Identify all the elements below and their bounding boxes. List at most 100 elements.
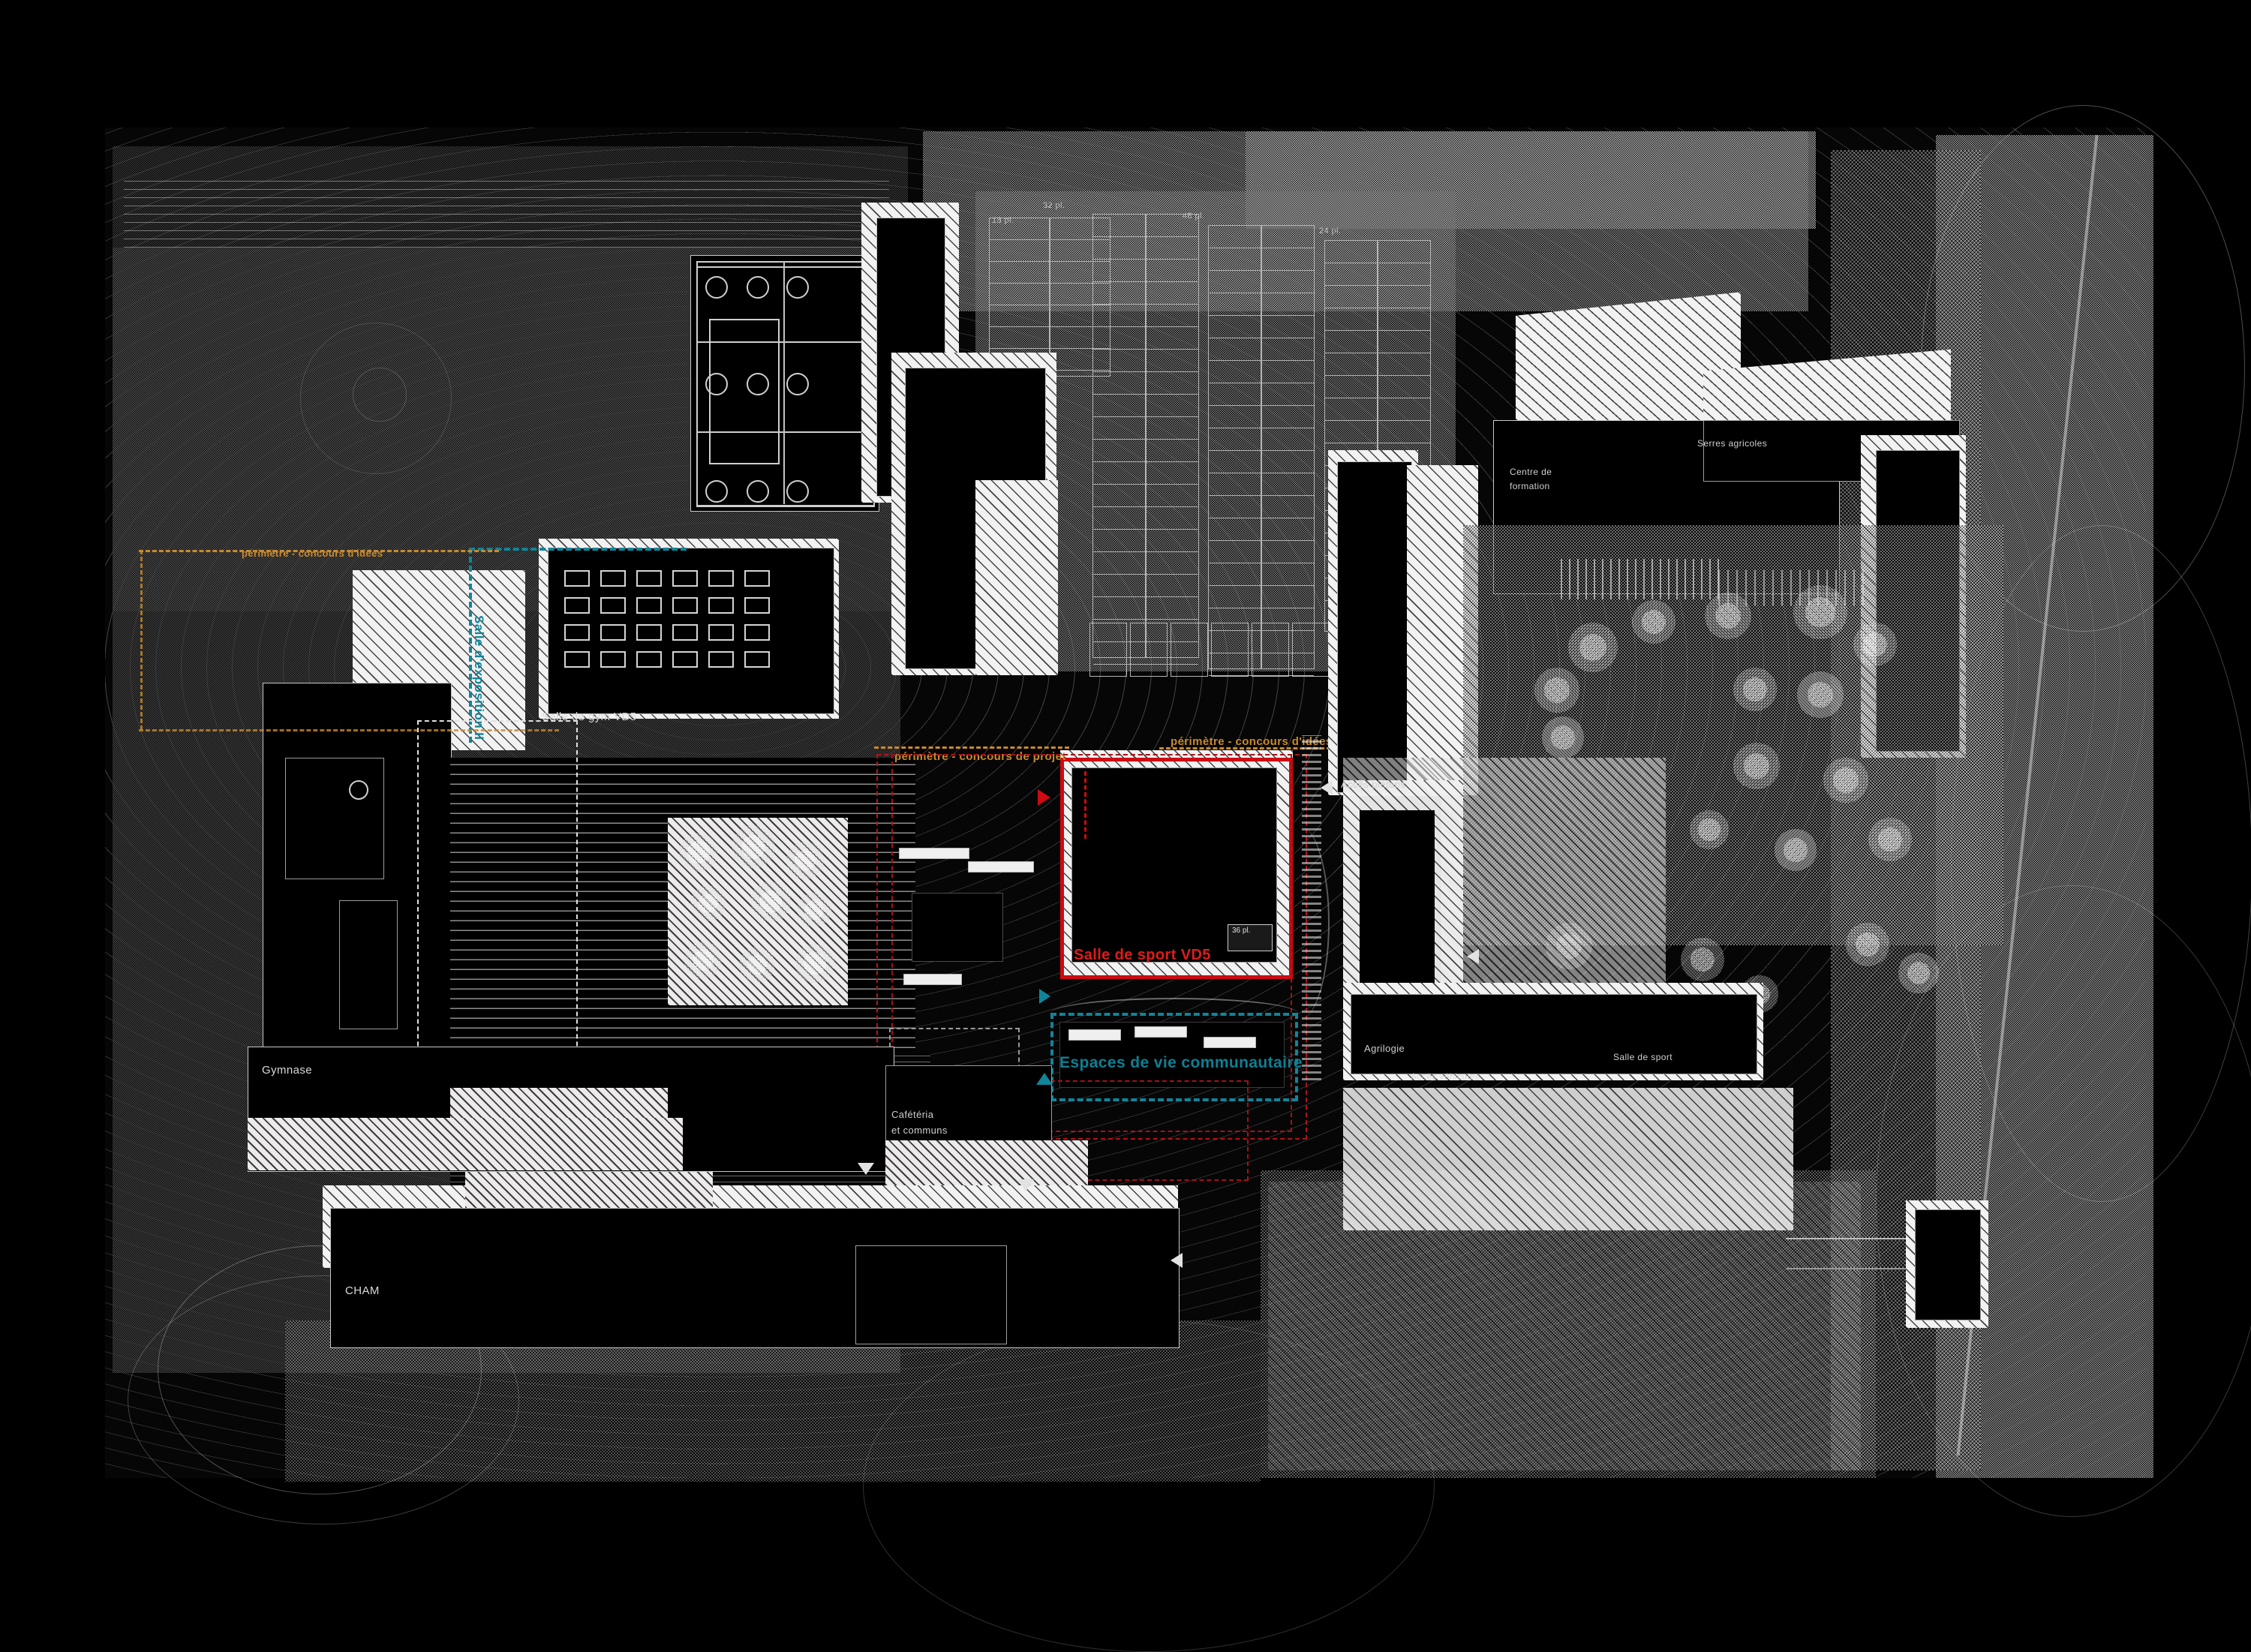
salle-sport-capacity-label: 36 pl.	[1232, 927, 1251, 935]
parking-bank-14	[1292, 623, 1330, 677]
site-plan-canvas: 36 pl. Salle de sport VD5 Espaces de vie…	[105, 105, 2251, 1652]
label-salle-de-gym-vd5: Salle de gym VD5	[542, 710, 637, 723]
park-tree-16	[1681, 938, 1724, 981]
court-circle-1	[705, 276, 728, 299]
building-cham	[330, 1208, 1180, 1348]
parking-bank-13	[1252, 623, 1289, 677]
field-circle-small	[353, 368, 407, 422]
west-room-b	[339, 900, 398, 1029]
arrow-access-west	[858, 1163, 874, 1175]
roof-north-wing	[975, 480, 1058, 675]
parking-bank-4	[1145, 214, 1199, 665]
label-acces-vehicules: Accès véhicules	[1411, 1071, 1480, 1082]
courtyard-tree-9	[795, 944, 834, 983]
contour-line-6	[863, 1320, 1435, 1652]
pavilion-access-line	[1786, 1238, 1906, 1239]
parking-bank-11	[1171, 623, 1208, 677]
park-tree-18	[1898, 953, 1939, 993]
court-centre-line	[783, 261, 785, 504]
field-stripes-northwest	[124, 180, 889, 248]
room-tag-1	[899, 848, 969, 859]
perimeter-concours-projet-top	[874, 746, 1069, 749]
perimeter-tick-red	[1084, 771, 1086, 839]
label-espaces-de-vie-communautaire: Espaces de vie communautaire	[1059, 1054, 1303, 1071]
courtyard-tree-7	[684, 942, 722, 979]
parking-bank-9	[1089, 623, 1127, 677]
arrow-access-teal-up	[1036, 1073, 1053, 1085]
label-perimetre-concours-idees-east: périmètre - concours d'idées	[1171, 735, 1333, 748]
west-circle	[349, 780, 368, 800]
arrow-access-south-2	[1171, 1253, 1183, 1268]
contour-line-2	[128, 1275, 519, 1524]
roof-southeast-block	[1343, 1088, 1793, 1230]
courtyard-tree-2	[732, 825, 775, 869]
arrow-access-red	[1038, 789, 1050, 806]
label-agrilogie: Agrilogie	[1364, 1043, 1405, 1054]
parking-bank-10	[1130, 623, 1168, 677]
building-east-slab-1	[1337, 461, 1412, 793]
label-parking-capacity-4: 18 pl.	[992, 216, 1014, 225]
park-tree-13	[1775, 829, 1817, 871]
arrow-access-teal	[1039, 989, 1050, 1004]
label-centre-de: Centre de	[1510, 467, 1552, 477]
court-circle-7	[705, 480, 728, 503]
label-parking-capacity-1: 32 pl.	[1043, 201, 1065, 210]
contour-line-5	[1876, 885, 2251, 1517]
park-tree-8	[1853, 623, 1897, 666]
court-circle-5	[747, 373, 769, 395]
pavilion-access-line-2	[1786, 1268, 1906, 1269]
park-tree-2	[1632, 600, 1675, 644]
inner-court-void	[912, 893, 1003, 962]
field-circle-large	[300, 323, 452, 474]
court-circle-8	[747, 480, 769, 503]
park-tree-12	[1868, 818, 1912, 861]
courtyard-tree-4	[690, 885, 726, 921]
building-salle-gym-vd5	[548, 548, 834, 714]
arrow-access-south-1	[1017, 1179, 1034, 1191]
label-perimetre-concours-idees-west: périmètre - concours d'idées	[242, 548, 383, 559]
building-pavilion-southeast	[1915, 1209, 1981, 1320]
label-parking-capacity-3: 24 pl.	[1319, 227, 1342, 236]
court-circle-9	[786, 480, 809, 503]
park-tree-11	[1823, 758, 1868, 803]
label-perimetre-concours-projet: périmètre - concours de projet	[894, 750, 1066, 763]
building-cham-annex	[855, 1245, 1007, 1344]
arrow-access-pedestrian	[1321, 780, 1333, 795]
parking-bank-5	[1208, 225, 1262, 676]
courtyard-tree-3	[786, 842, 824, 879]
perimeter-concours-idees-lower	[139, 729, 559, 731]
perimeter-salle-exposition-2	[469, 548, 472, 743]
woodland-northeast	[1246, 131, 1816, 229]
perimeter-concours-idees-top	[1159, 747, 1418, 749]
perimeter-salle-exposition-2-top	[469, 548, 687, 551]
label-cham: CHAM	[345, 1284, 380, 1297]
gymnase-apron	[248, 1118, 683, 1170]
park-tree-6	[1733, 668, 1777, 711]
park-tree-5	[1534, 668, 1579, 713]
courtyard-tree-6	[797, 893, 831, 927]
park-tree-14	[1690, 810, 1729, 849]
parking-bank-6	[1261, 225, 1315, 676]
perimeter-concours-idees-west	[139, 550, 499, 552]
espaces-vie-tag-1	[1068, 1029, 1121, 1041]
cafeteria-apron	[885, 1140, 1088, 1185]
label-acces-pietons: Accès piétons	[1341, 779, 1406, 790]
park-tree-10	[1733, 743, 1780, 789]
building-east-bar	[1351, 994, 1757, 1074]
park-tree-9	[1542, 716, 1584, 758]
east-steps-2	[1718, 570, 1868, 606]
label-cafeteria-communs: et communs	[891, 1125, 948, 1136]
parking-bank-3	[1092, 214, 1147, 665]
room-tag-2	[903, 974, 962, 985]
court-circle-2	[747, 276, 769, 299]
perimeter-concours-idees-left	[140, 550, 143, 730]
window-grid-salle-gym	[564, 570, 770, 668]
court-circle-3	[786, 276, 809, 299]
park-tree-7	[1797, 671, 1844, 718]
parking-bank-12	[1211, 623, 1249, 677]
courtyard-tree-5	[750, 882, 791, 922]
park-tree-1	[1568, 623, 1618, 672]
label-serres-agricoles: Serres agricoles	[1697, 438, 1768, 449]
label-formation: formation	[1510, 481, 1550, 491]
espaces-vie-tag-3	[1204, 1037, 1256, 1048]
